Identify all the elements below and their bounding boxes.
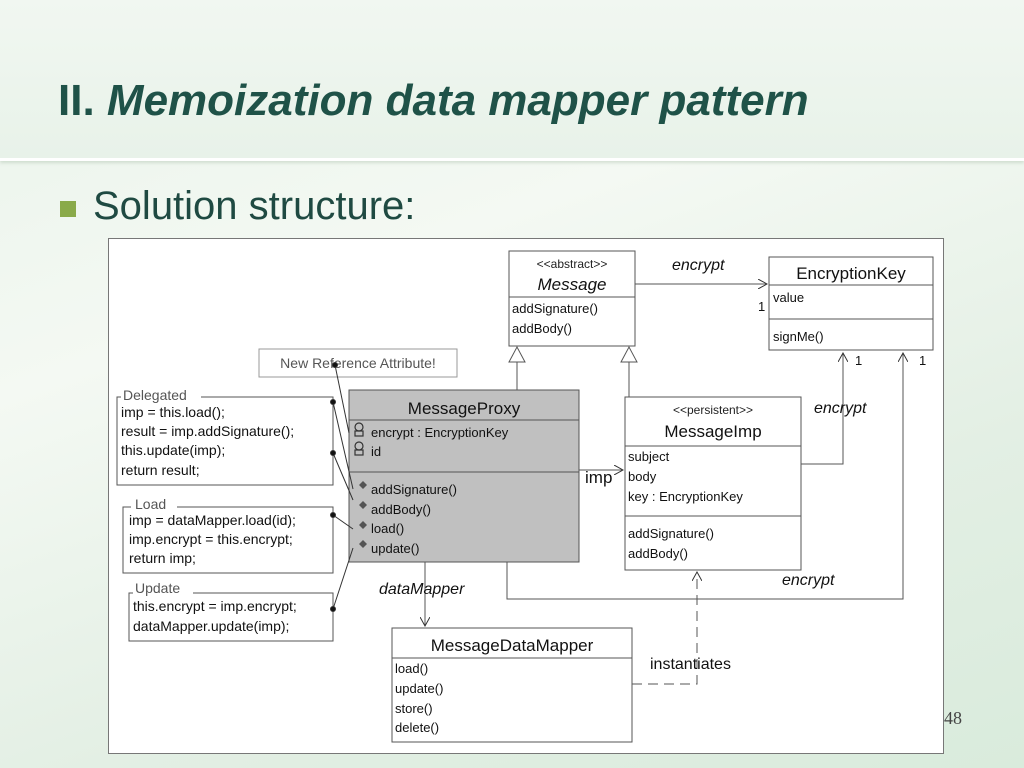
message-proxy-name: MessageProxy	[408, 399, 521, 418]
generalization-arrows	[508, 345, 638, 397]
title-text: Memoization data mapper pattern	[106, 76, 809, 125]
message-op: addSignature()	[512, 301, 598, 316]
associations	[425, 284, 903, 685]
message-imp-attr: body	[628, 469, 657, 484]
update-title: Update	[135, 580, 180, 596]
multiplicity-label: 1	[855, 353, 862, 368]
delegated-line: return result;	[121, 462, 200, 478]
message-name: Message	[538, 275, 607, 294]
update-line: dataMapper.update(imp);	[133, 618, 289, 634]
message-imp-stereotype: <<persistent>>	[673, 403, 753, 417]
encryption-key-attr: value	[773, 290, 804, 305]
message-imp-name: MessageImp	[664, 422, 761, 441]
title-number: II.	[58, 76, 95, 125]
operation-icon	[359, 481, 367, 548]
message-imp-class: <<persistent>> MessageImp subject body k…	[624, 396, 802, 571]
message-data-mapper-op: store()	[395, 701, 433, 716]
message-proxy-attr: id	[371, 444, 381, 459]
imp-label: imp	[585, 468, 612, 487]
message-proxy-class: MessageProxy encrypt : EncryptionKey id …	[348, 389, 580, 563]
delegated-note: Delegated imp = this.load(); result = im…	[116, 387, 334, 486]
encrypt-label: encrypt	[814, 400, 867, 417]
new-reference-text: New Reference Attribute!	[280, 355, 436, 371]
multiplicity-label: 1	[758, 299, 765, 314]
attribute-icon	[354, 422, 364, 456]
message-data-mapper-name: MessageDataMapper	[431, 636, 594, 655]
delegated-line: result = imp.addSignature();	[121, 423, 294, 439]
bullet-text: Solution structure:	[93, 184, 416, 228]
encryption-key-op: signMe()	[773, 329, 824, 344]
title-band	[0, 0, 1024, 161]
data-mapper-label: dataMapper	[379, 581, 465, 598]
instantiates-label: instantiates	[650, 656, 731, 673]
message-data-mapper-class: MessageDataMapper load() update() store(…	[391, 627, 633, 743]
message-proxy-op: load()	[371, 521, 404, 536]
update-line: this.encrypt = imp.encrypt;	[133, 598, 297, 614]
message-data-mapper-op: delete()	[395, 720, 439, 735]
load-line: imp.encrypt = this.encrypt;	[129, 531, 293, 547]
message-proxy-op: addBody()	[371, 502, 431, 517]
update-note: Update this.encrypt = imp.encrypt; dataM…	[128, 580, 334, 642]
multiplicity-label: 1	[919, 353, 926, 368]
new-reference-note: New Reference Attribute!	[258, 348, 458, 378]
load-title: Load	[135, 496, 166, 512]
message-imp-attr: key : EncryptionKey	[628, 489, 743, 504]
message-imp-attr: subject	[628, 449, 670, 464]
note-connectors	[330, 362, 354, 612]
message-data-mapper-op: load()	[395, 661, 428, 676]
encryption-key-class: EncryptionKey value signMe()	[768, 256, 934, 351]
message-imp-op: addBody()	[628, 546, 688, 561]
slide-title: II. Memoization data mapper pattern	[58, 76, 809, 126]
delegated-title: Delegated	[123, 387, 187, 403]
load-line: imp = dataMapper.load(id);	[129, 512, 296, 528]
delegated-line: this.update(imp);	[121, 442, 225, 458]
page-number: 48	[944, 708, 962, 728]
message-proxy-attr: encrypt : EncryptionKey	[371, 425, 509, 440]
message-proxy-op: addSignature()	[371, 482, 457, 497]
load-note: Load imp = dataMapper.load(id); imp.encr…	[122, 496, 334, 574]
message-class: <<abstract>> Message addSignature() addB…	[508, 250, 636, 347]
message-stereotype: <<abstract>>	[537, 257, 608, 271]
encryption-key-name: EncryptionKey	[796, 264, 906, 283]
message-data-mapper-op: update()	[395, 681, 443, 696]
uml-diagram: <<abstract>> Message addSignature() addB…	[108, 238, 944, 754]
encrypt-label: encrypt	[672, 257, 725, 274]
delegated-line: imp = this.load();	[121, 404, 225, 420]
message-proxy-op: update()	[371, 541, 419, 556]
bullet-square-icon	[60, 201, 76, 217]
message-op: addBody()	[512, 321, 572, 336]
uml-diagram-svg: <<abstract>> Message addSignature() addB…	[116, 250, 934, 743]
load-line: return imp;	[129, 550, 196, 566]
message-imp-op: addSignature()	[628, 526, 714, 541]
encrypt-label: encrypt	[782, 572, 835, 589]
